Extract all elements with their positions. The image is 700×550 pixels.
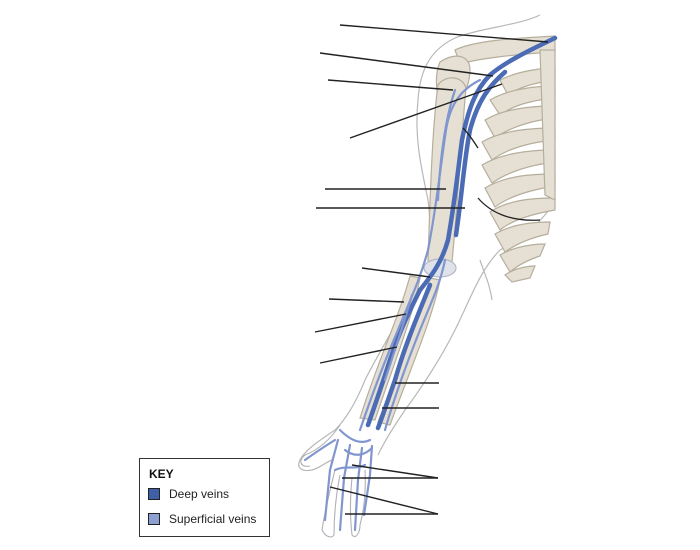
forearm-bones	[359, 275, 441, 426]
leader-line-4	[349, 83, 503, 139]
leader-line-2	[319, 52, 494, 77]
leader-line-14a	[329, 486, 439, 515]
leader-line-3	[327, 79, 454, 91]
leader-line-13a	[351, 464, 439, 479]
legend-key: KEY Deep veins Superficial veins	[139, 458, 270, 537]
legend-item-superficial-veins: Superficial veins	[148, 512, 256, 526]
leader-line-8	[328, 298, 405, 303]
legend-item-deep-veins: Deep veins	[148, 487, 229, 501]
leader-line-1	[339, 24, 549, 43]
deep-veins	[365, 35, 558, 431]
legend-title: KEY	[149, 467, 174, 481]
leader-line-7	[361, 267, 431, 278]
leader-lines	[314, 24, 549, 515]
deep-veins-swatch	[148, 488, 160, 500]
legend-label: Deep veins	[169, 487, 230, 501]
axillary-marker	[462, 127, 541, 221]
superficial-veins	[303, 78, 482, 532]
legend-label: Superficial veins	[169, 512, 257, 526]
superficial-veins-swatch	[148, 513, 160, 525]
leader-line-9	[314, 313, 407, 333]
leader-line-10	[319, 346, 398, 364]
